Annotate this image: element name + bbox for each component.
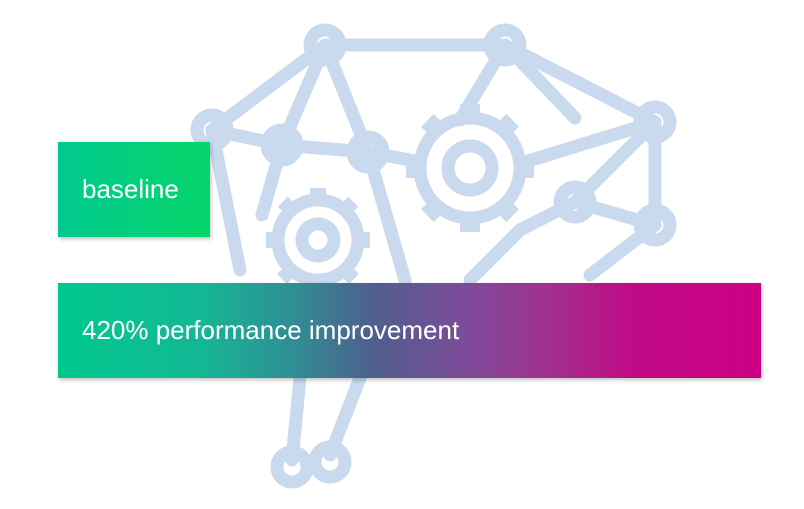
improvement-label: 420% performance improvement bbox=[82, 315, 460, 345]
baseline-bar: baseline bbox=[58, 142, 210, 237]
improvement-bar: 420% performance improvement bbox=[58, 283, 761, 378]
baseline-label: baseline bbox=[82, 174, 179, 204]
